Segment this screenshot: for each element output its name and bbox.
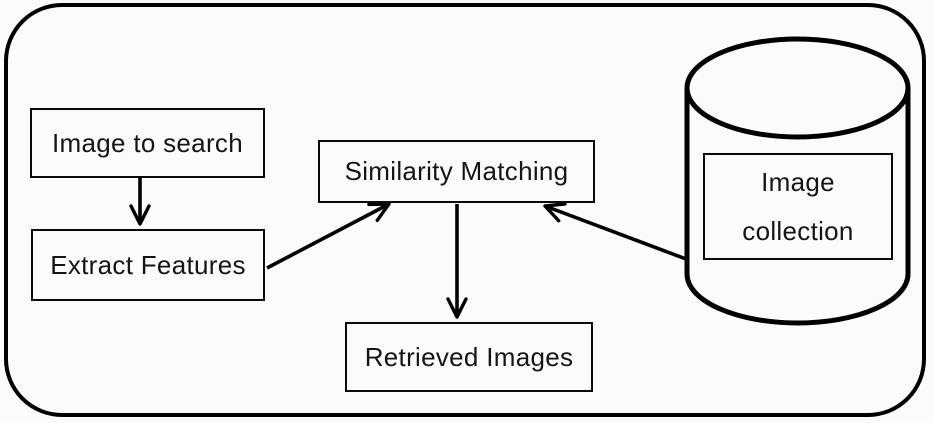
node-retrieved-images-label: Retrieved Images [364, 341, 574, 372]
node-similarity-matching-label: Similarity Matching [344, 156, 569, 186]
node-retrieved-images: Retrieved Images [345, 322, 593, 392]
node-extract-features: Extract Features [31, 229, 265, 301]
diagram-outer-border [4, 3, 926, 417]
node-image-collection: Image collection [703, 153, 893, 260]
node-similarity-matching: Similarity Matching [318, 140, 595, 203]
node-image-to-search: Image to search [30, 108, 265, 178]
node-image-collection-label: Image collection [742, 166, 854, 246]
node-extract-features-label: Extract Features [50, 249, 246, 280]
node-image-to-search-label: Image to search [52, 127, 243, 158]
